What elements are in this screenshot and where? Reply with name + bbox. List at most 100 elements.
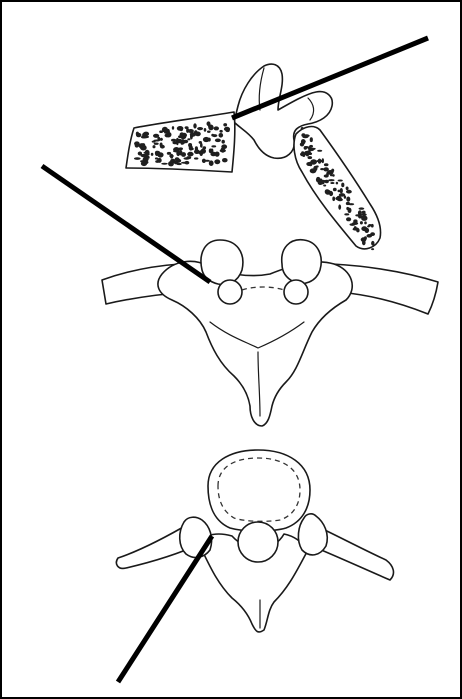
cancellous-dot — [350, 223, 356, 226]
cancellous-dot — [317, 150, 322, 152]
cancellous-dot — [310, 137, 313, 142]
cancellous-dot — [169, 155, 173, 158]
cancellous-dot — [338, 204, 341, 209]
axial-right-facet — [298, 514, 327, 555]
cancellous-dot — [178, 147, 183, 150]
cancellous-dot — [324, 163, 329, 166]
cancellous-dot — [323, 167, 329, 171]
cancellous-dot — [346, 187, 349, 191]
cancellous-dot — [193, 123, 196, 128]
cancellous-dot — [333, 188, 337, 192]
cancellous-dot — [177, 126, 184, 131]
cancellous-dot — [161, 163, 168, 165]
cancellous-dot — [214, 159, 220, 164]
cancellous-dot — [185, 126, 189, 129]
posterior-left-pedicle-entry — [218, 280, 242, 304]
cancellous-dot — [344, 213, 349, 215]
cancellous-dot — [222, 140, 225, 144]
cancellous-dot — [194, 130, 198, 135]
cancellous-dot — [330, 182, 334, 184]
cancellous-dot — [197, 127, 203, 130]
cancellous-dot — [365, 228, 370, 233]
cancellous-dot — [362, 211, 366, 214]
cancellous-dot — [178, 141, 183, 143]
cancellous-dot — [153, 134, 159, 138]
cancellous-dot — [360, 221, 363, 224]
cancellous-dot — [153, 140, 160, 142]
cancellous-dot — [346, 190, 352, 194]
cancellous-dot — [348, 208, 352, 213]
cancellous-dot — [173, 150, 179, 152]
cancellous-dot — [214, 126, 219, 130]
cancellous-dot — [166, 132, 171, 137]
cancellous-dot — [186, 156, 191, 159]
cancellous-dot — [329, 191, 332, 196]
cancellous-dot — [300, 152, 306, 156]
cancellous-dot — [141, 161, 147, 166]
cancellous-dot — [223, 123, 227, 126]
cancellous-dot — [141, 136, 145, 138]
cancellous-dot — [194, 157, 198, 159]
posterior-right-superior-facet — [282, 240, 321, 284]
cancellous-dot — [371, 241, 374, 246]
cancellous-dot — [356, 228, 359, 232]
axial-spinal-canal — [238, 522, 278, 562]
sagittal-section-view — [126, 64, 381, 250]
cancellous-dot — [172, 126, 174, 130]
cancellous-dot — [154, 143, 159, 145]
cancellous-dot — [187, 138, 190, 140]
cancellous-dot — [180, 132, 184, 137]
cancellous-dot — [323, 185, 326, 187]
cancellous-dot — [197, 151, 203, 154]
cancellous-dot — [177, 163, 182, 165]
posterior-lamina-spinous — [158, 261, 352, 426]
cancellous-dot — [188, 129, 194, 133]
cancellous-dot — [300, 142, 304, 146]
cancellous-dot — [211, 145, 216, 147]
cancellous-dot — [202, 159, 206, 163]
cancellous-dot — [189, 145, 193, 150]
cancellous-dot — [336, 182, 338, 185]
posterior-right-pedicle-entry — [284, 280, 308, 304]
cancellous-dot — [346, 197, 350, 202]
cancellous-dot — [308, 156, 313, 159]
posterior-view — [102, 240, 438, 426]
cancellous-dot — [208, 125, 213, 130]
cancellous-dot — [337, 196, 342, 200]
cancellous-dot — [338, 180, 343, 182]
cancellous-dot — [224, 127, 230, 131]
cancellous-dot — [301, 127, 304, 130]
cancellous-dot — [316, 160, 323, 163]
cancellous-dot — [309, 145, 313, 148]
cancellous-dot — [362, 216, 366, 220]
axial-view — [116, 450, 393, 632]
cancellous-dot — [310, 168, 317, 173]
cancellous-dot — [181, 162, 188, 164]
cancellous-dot — [160, 145, 165, 149]
cancellous-dot — [332, 197, 335, 202]
cancellous-dot — [173, 141, 176, 144]
cancellous-dot — [320, 180, 325, 185]
cancellous-dot — [367, 234, 373, 238]
cancellous-dot — [364, 221, 367, 224]
cancellous-dot — [135, 145, 138, 148]
cancellous-dot — [209, 160, 214, 166]
cancellous-dot — [355, 214, 360, 216]
cancellous-dot — [151, 153, 154, 156]
cancellous-dot — [140, 145, 146, 149]
cancellous-dot — [371, 248, 374, 250]
cancellous-dot — [153, 145, 156, 148]
cancellous-dot — [134, 157, 141, 160]
cancellous-dot — [155, 151, 160, 154]
cancellous-dot — [368, 224, 372, 227]
cancellous-dot — [146, 153, 150, 155]
cancellous-dot — [359, 207, 365, 209]
cancellous-dot — [222, 158, 228, 162]
cancellous-dot — [338, 190, 341, 193]
cancellous-dot — [304, 146, 307, 150]
cancellous-dot — [328, 179, 334, 181]
axial-left-facet — [180, 517, 212, 557]
cancellous-dot — [187, 152, 193, 157]
